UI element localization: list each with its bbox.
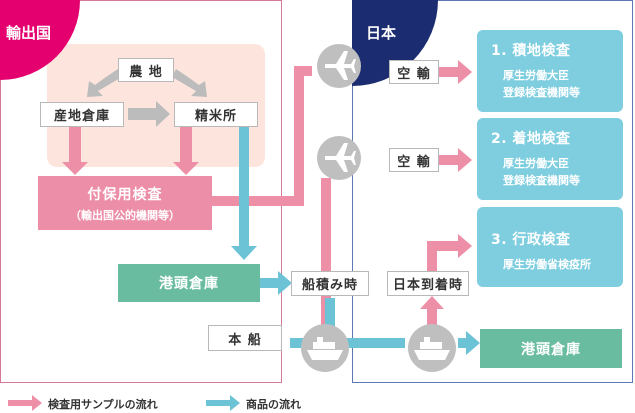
pink-arrows [62, 60, 472, 326]
port-warehouse-export-node: 港頭倉庫 [118, 264, 260, 302]
inspection-card-loading: 1. 積地検査 厚生労働大臣 登録検査機関等 [477, 30, 623, 112]
inspection-title: 1. 積地検査 [491, 43, 571, 59]
loading-time-node: 船積み時 [291, 271, 369, 296]
certified-inspection-subtitle: （輸出国公的機関等） [70, 208, 180, 222]
ship2-to-port-arrow [458, 331, 480, 355]
storage-to-mill-arrow [128, 101, 170, 127]
arrival-in-japan-node: 日本到着時 [387, 271, 469, 296]
storage-at-origin-node: 産地倉庫 [40, 102, 124, 127]
storage-to-inspection-arrow [62, 127, 88, 175]
inspection-line: 厚生労働省検疫所 [503, 258, 591, 271]
air-transport-label-1: 空 輸 [389, 60, 439, 84]
ship-icon-2 [408, 324, 456, 372]
inspection-line: 登録検査機関等 [503, 174, 580, 187]
japan-badge-shape [352, 0, 438, 86]
export-country-label: 輸出国 [6, 24, 52, 42]
farm-node: 農 地 [118, 58, 174, 82]
certified-inspection-title: 付保用検査 [87, 186, 163, 203]
ship-node: 本 船 [208, 325, 282, 351]
ship2-to-arrival-arrow [420, 296, 444, 326]
inspection-card-arrival: 2. 着地検査 厚生労働大臣 登録検査機関等 [477, 118, 623, 200]
farm-to-storage-arrow [87, 69, 122, 97]
ship-icon [301, 324, 349, 372]
legend-goods-arrow [206, 395, 240, 411]
inspection-line: 登録検査機関等 [503, 86, 580, 99]
legend-sample-flow-label: 検査用サンプルの流れ [48, 398, 158, 411]
japan-arrival-to-admin-arrow [427, 234, 472, 271]
legend-goods-flow-label: 商品の流れ [246, 398, 301, 411]
gray-arrows [87, 69, 207, 127]
port-warehouse-japan-node: 港頭倉庫 [480, 329, 622, 368]
certified-inspection-node: 付保用検査 （輸出国公的機関等） [38, 176, 212, 230]
inspection-card-administrative: 3. 行政検査 厚生労働省検疫所 [477, 207, 623, 287]
legend-sample-arrow [8, 395, 42, 411]
inspection-line: 厚生労働大臣 [503, 157, 569, 170]
plane-icon-2 [317, 136, 361, 180]
plane2-to-ship-line [321, 178, 331, 326]
inspection-line: 厚生労働大臣 [503, 69, 569, 82]
inspection-to-air-arrow [212, 66, 312, 206]
air-transport-label-2: 空 輸 [389, 148, 439, 172]
inspection-title: 3. 行政検査 [491, 232, 571, 248]
mill-to-inspection-arrow [173, 127, 199, 175]
air2-to-arrival-inspection-arrow [438, 148, 472, 172]
port-to-loading-arrow [260, 271, 292, 295]
mill-to-port-arrow [231, 127, 257, 260]
export-country-badge-shape [0, 0, 80, 80]
japan-label: 日本 [366, 24, 397, 42]
farm-to-mill-arrow [172, 69, 207, 97]
inspection-title: 2. 着地検査 [491, 131, 571, 147]
air1-to-loading-inspection-arrow [438, 60, 472, 84]
plane-icon [317, 44, 361, 88]
rice-mill-node: 精米所 [174, 102, 258, 127]
